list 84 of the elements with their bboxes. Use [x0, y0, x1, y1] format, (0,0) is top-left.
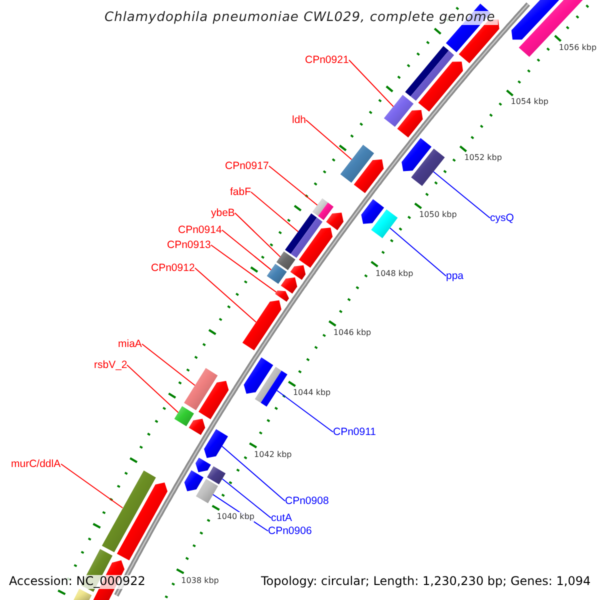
gene-label: CPn0908: [285, 495, 329, 508]
gene-label: ldh: [292, 114, 306, 126]
leader-line: [390, 228, 446, 276]
tick-label: 1040 kbp: [216, 512, 254, 522]
tick-label: 1048 kbp: [375, 268, 414, 278]
pointed-gene-block: [326, 212, 344, 230]
gene-label: CPn0921: [305, 54, 349, 66]
leader-line: [234, 212, 281, 258]
gene-label: CPn0912: [151, 262, 195, 274]
gene-label: fabF: [230, 186, 252, 198]
gene-block: [174, 406, 194, 426]
gene-block: [384, 94, 414, 127]
tick-label: 1046 kbp: [333, 328, 372, 338]
footer-text: Topology: circular; Length: 1,230,230 bp; Genes: 1,094: [259, 575, 593, 589]
pointed-gene-block: [402, 138, 432, 172]
leader-line: [222, 446, 286, 502]
gene-block: [260, 370, 288, 407]
gene-label: CPn0911: [333, 426, 376, 438]
leader-line: [276, 390, 334, 432]
gene-label: rsbV_2: [94, 359, 128, 372]
gene-block: [318, 202, 334, 220]
gene-block: [340, 144, 374, 183]
gene-label: CPn0917: [225, 160, 269, 172]
leader-line: [194, 268, 256, 323]
tick-label: 1054 kbp: [510, 97, 548, 107]
gene-label: murC/ddlA: [11, 458, 61, 470]
gene-block: [405, 46, 449, 96]
gene-block: [411, 148, 445, 186]
pointed-gene-block: [204, 429, 228, 458]
pointed-gene-block: [298, 228, 333, 268]
pointed-gene-block: [290, 265, 306, 280]
tick-label: 1038 kbp: [181, 576, 219, 585]
gene-block: [266, 264, 287, 284]
pointed-gene-block: [196, 458, 211, 472]
leader-line: [222, 478, 272, 518]
gene-label: cysQ: [490, 212, 514, 224]
footer-text: Accession: NC_000922: [7, 575, 148, 589]
gene-label: cutA: [271, 512, 292, 524]
pointed-gene-block: [361, 199, 384, 224]
leader-line: [210, 244, 277, 293]
pointed-gene-block: [418, 62, 463, 112]
gene-label: CPn0914: [178, 224, 222, 236]
gene-block: [285, 213, 317, 254]
gene-label: CPn0906: [268, 525, 312, 538]
gene-block: [290, 218, 322, 258]
pointed-gene-block: [188, 418, 206, 435]
gene-label: CPn0913: [167, 239, 211, 252]
leader-line: [142, 344, 196, 386]
leader-line: [348, 60, 394, 107]
pointed-gene-block: [280, 277, 298, 294]
gene-block: [371, 209, 398, 238]
gene-block: [410, 50, 454, 101]
pointed-gene-block: [397, 110, 423, 138]
tick-label: 1042 kbp: [254, 450, 292, 460]
gene-block: [102, 470, 156, 552]
pointed-gene-block: [244, 357, 274, 394]
leader-line: [250, 192, 299, 232]
pointed-gene-block: [242, 300, 282, 350]
gene-label: ppa: [446, 270, 464, 282]
leader-line: [60, 464, 124, 508]
gene-block: [276, 251, 296, 270]
gene-block: [254, 366, 282, 403]
pointed-gene-block: [198, 380, 229, 420]
pointed-gene-block: [511, 0, 560, 40]
pointed-gene-block: [275, 290, 289, 302]
gene-label: ybeB: [211, 207, 235, 220]
gene-label: miaA: [118, 338, 142, 350]
leader-line: [306, 120, 352, 160]
tick-label: 1044 kbp: [292, 388, 331, 398]
gene-block: [207, 466, 226, 484]
gene-block: [196, 478, 218, 504]
pointed-gene-block: [354, 159, 384, 194]
tick-label: 1056 kbp: [558, 42, 597, 52]
gene-block: [518, 0, 583, 57]
tick-label: 1052 kbp: [464, 153, 502, 163]
leader-line: [268, 166, 318, 206]
leader-line: [222, 230, 272, 270]
gene-block: [184, 368, 218, 410]
pointed-gene-block: [184, 470, 204, 492]
pointed-gene-block: [116, 482, 168, 560]
leader-line: [432, 171, 490, 218]
gene-block: [312, 198, 328, 216]
tick-label: 1050 kbp: [419, 210, 457, 220]
leader-line: [126, 364, 179, 413]
